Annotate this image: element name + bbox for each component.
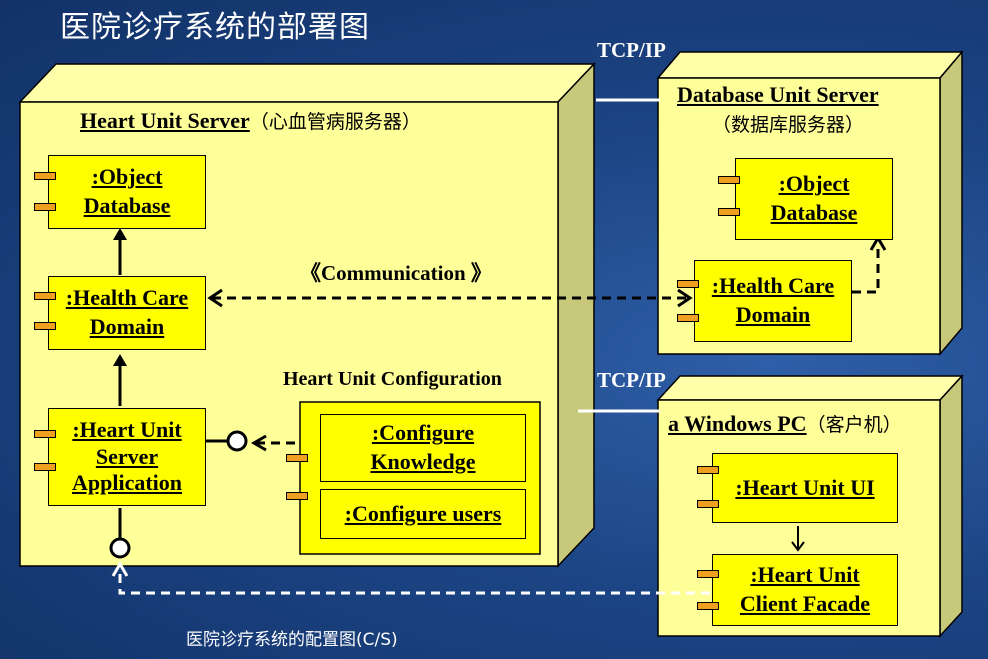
windows-pc-title: a Windows PC（客户机） [668,410,902,437]
database-server-name-cn: （数据库服务器） [712,114,865,136]
heart-server-name: Heart Unit Server [80,108,250,133]
component-port-icon [286,454,308,462]
db-object-db-line2: Database [770,200,858,225]
page-title: 医院诊疗系统的部署图 [60,10,370,45]
interface-lollipop-bottom [109,537,131,559]
client-facade-line1: :Heart Unit [750,562,860,588]
component-port-icon [718,176,740,184]
component-port-icon [34,322,56,330]
component-port-icon [34,203,56,211]
heart-server-name-cn: （心血管病服务器） [249,111,421,133]
db-object-db-line1: :Object [778,171,850,197]
component-port-icon [697,570,719,578]
object-db-line1: :Object [91,164,163,190]
heart-unit-ui-label: :Heart Unit UI [735,474,875,500]
interface-lollipop-right [226,430,248,452]
component-port-icon [34,292,56,300]
component-port-icon [718,208,740,216]
database-server-title: Database Unit Server [677,82,879,108]
configure-users-component[interactable]: :Configure users [320,489,526,539]
component-port-icon [286,492,308,500]
communication-stereotype-label: 《Communication 》 [300,261,492,285]
configure-knowledge-line2: Knowledge [370,449,476,474]
windows-pc-name: a Windows PC [668,411,807,436]
heart-server-title: Heart Unit Server（心血管病服务器） [80,107,421,134]
figure-caption: 医院诊疗系统的配置图(C/S) [186,630,398,650]
database-server-name: Database Unit Server [677,82,879,107]
app-line2: Server [95,443,159,469]
db-health-domain-line1: :Health Care [711,273,835,299]
configure-knowledge-line1: :Configure [371,420,475,446]
component-port-icon [34,430,56,438]
component-port-icon [34,172,56,180]
component-port-icon [697,602,719,610]
component-port-icon [697,500,719,508]
configure-users-label: :Configure users [344,500,502,526]
db-health-domain-line2: Domain [735,302,811,327]
component-port-icon [677,280,699,288]
heart-unit-ui-component[interactable]: :Heart Unit UI [712,453,898,523]
client-facade-line2: Client Facade [739,591,871,616]
component-port-icon [677,314,699,322]
component-port-icon [34,463,56,471]
object-db-line2: Database [83,193,171,218]
app-line3: Application [71,470,183,496]
health-domain-line2: Domain [89,314,165,339]
arrowhead-up-domain [113,354,127,366]
tcp-label-top: TCP/IP [597,38,666,62]
arrowhead-up-db [113,228,127,240]
database-server-subtitle: （数据库服务器） [712,110,864,137]
health-domain-line1: :Health Care [65,285,189,311]
app-line1: :Heart Unit [72,417,182,443]
windows-pc-name-cn: （客户机） [806,414,902,436]
tcp-label-bottom: TCP/IP [597,368,666,392]
configuration-package-title: Heart Unit Configuration [283,368,502,390]
component-port-icon [697,466,719,474]
